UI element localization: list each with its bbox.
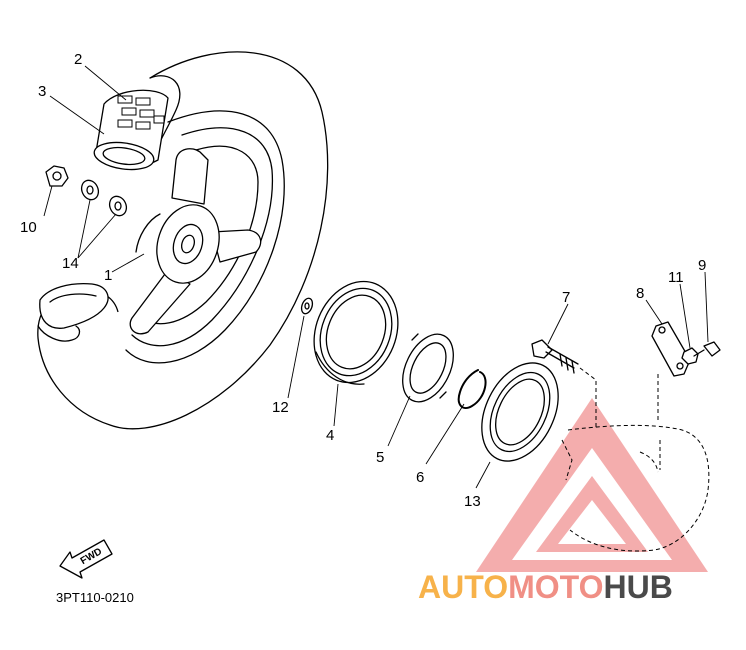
part-8-cam-lever (651, 321, 691, 377)
callout-9: 9 (698, 257, 706, 274)
callout-8: 8 (636, 285, 644, 302)
washer-14a (80, 179, 100, 201)
part-12-washer (300, 297, 314, 315)
callout-11: 11 (668, 269, 684, 286)
hub-bore (181, 234, 195, 254)
watermark-hub: HUB (603, 569, 672, 605)
spoke-lower (129, 269, 191, 335)
part-9-bolt (693, 341, 721, 357)
tire-section-inner (49, 293, 97, 303)
callout-5: 5 (376, 449, 384, 466)
callout-1: 1 (104, 267, 112, 284)
watermark-auto: AUTO (418, 569, 508, 605)
callout-4: 4 (326, 427, 334, 444)
wheel-assembly (37, 51, 329, 430)
nut-10 (45, 165, 69, 187)
watermark-moto: MOTO (508, 569, 603, 605)
rim-ring (131, 127, 274, 347)
part-7-bolt (531, 339, 597, 430)
callout-6: 6 (416, 469, 424, 486)
callout-10: 10 (20, 219, 37, 236)
part-5-brake-shoe (402, 333, 454, 403)
spoke-right (211, 229, 262, 263)
fwd-arrow-icon: FWD (59, 539, 113, 579)
watermark-triangle (476, 398, 708, 572)
callout-3: 3 (38, 83, 46, 100)
drawing-code: 3PT110-0210 (56, 590, 134, 605)
tread-marks (117, 95, 165, 130)
callout-12: 12 (272, 399, 289, 416)
watermark-logo: AUTOMOTOHUB (418, 569, 673, 605)
part-13-brake-plate (481, 362, 559, 462)
tube-opening-inner (102, 146, 146, 166)
spoke-left-detail (135, 213, 161, 253)
watermark-text: AUTOMOTOHUB (418, 569, 673, 605)
leader-lines (43, 65, 709, 489)
part-6-circlip (457, 369, 487, 410)
callout-7: 7 (562, 289, 570, 306)
tire-inner-edge (125, 110, 285, 364)
callout-14: 14 (62, 255, 79, 272)
hub-inner (172, 223, 204, 265)
hub-outer (156, 204, 220, 284)
part-11-nut (681, 347, 699, 365)
callout-13: 13 (464, 493, 481, 510)
callout-labels: 2 3 10 14 1 12 4 5 6 13 7 8 11 9 (20, 51, 706, 510)
part-4-brake-drum (313, 280, 399, 385)
washer-14b (108, 195, 128, 217)
dashed-frame-outline (561, 374, 710, 552)
tire-section-bead (37, 325, 81, 342)
callout-2: 2 (74, 51, 82, 68)
spoke-upper (171, 148, 209, 205)
